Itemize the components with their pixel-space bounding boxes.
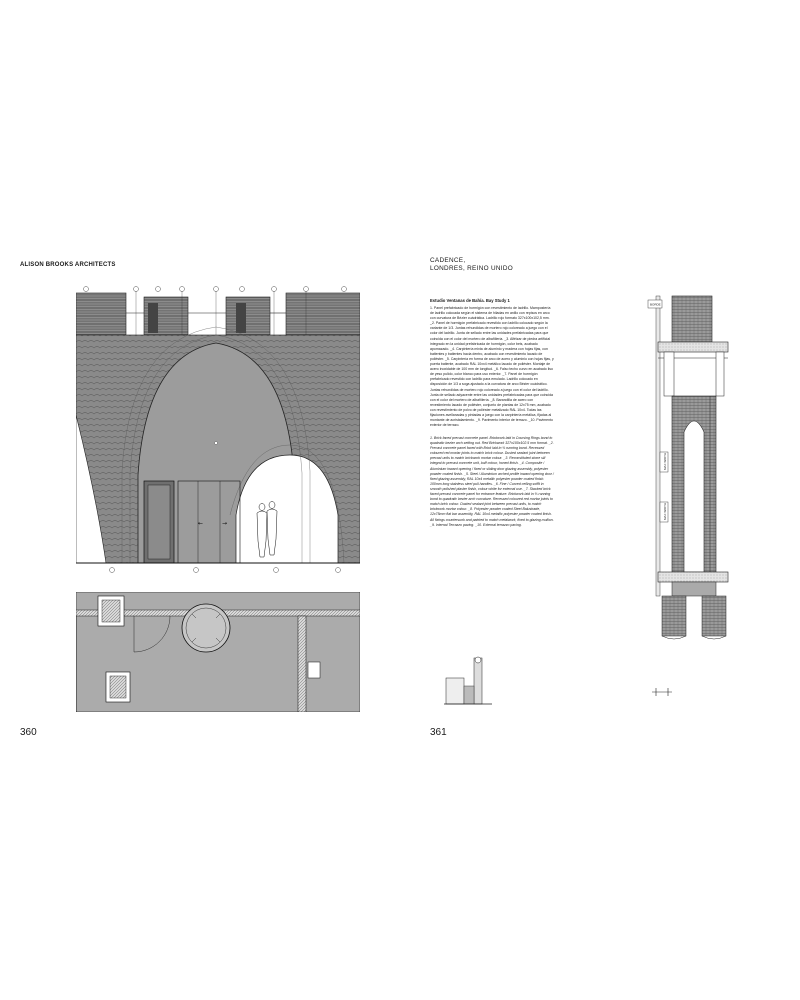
body-text-english: 1. Brick faced precast concrete panel. B… [430, 436, 554, 527]
page-number: 360 [20, 727, 37, 738]
key-plan-thumbnail [444, 656, 492, 705]
page-number: 361 [430, 727, 447, 738]
svg-text:→: → [222, 520, 227, 527]
right-page: CADENCE, LONDRES, REINO UNIDO Estudio Ve… [400, 0, 800, 1000]
section-marker-icon [652, 688, 672, 696]
tag-sill: MAX WIDTH [663, 503, 667, 520]
study-title: Estudio Ventanas de Bahía. Bay Study 1 [430, 298, 510, 303]
plan-drawing [76, 592, 360, 712]
project-title: CADENCE, LONDRES, REINO UNIDO [430, 257, 513, 273]
body-text-spanish: 1. Panel prefabricado de hormigón con re… [430, 306, 554, 428]
svg-text:←: ← [198, 520, 203, 527]
running-head: ALISON BROOKS ARCHITECTS [20, 262, 116, 268]
project-title-line1: CADENCE, [430, 257, 466, 264]
elevation-drawing: ← → [76, 286, 360, 573]
section-detail-drawing: BORDE MAX WIDTH MAX WIDTH [647, 295, 729, 640]
project-title-line2: LONDRES, REINO UNIDO [430, 265, 514, 272]
tag-balustrade: BORDE [650, 303, 661, 307]
left-page: ALISON BROOKS ARCHITECTS [20, 262, 360, 738]
tag-window: MAX WIDTH [663, 453, 667, 470]
